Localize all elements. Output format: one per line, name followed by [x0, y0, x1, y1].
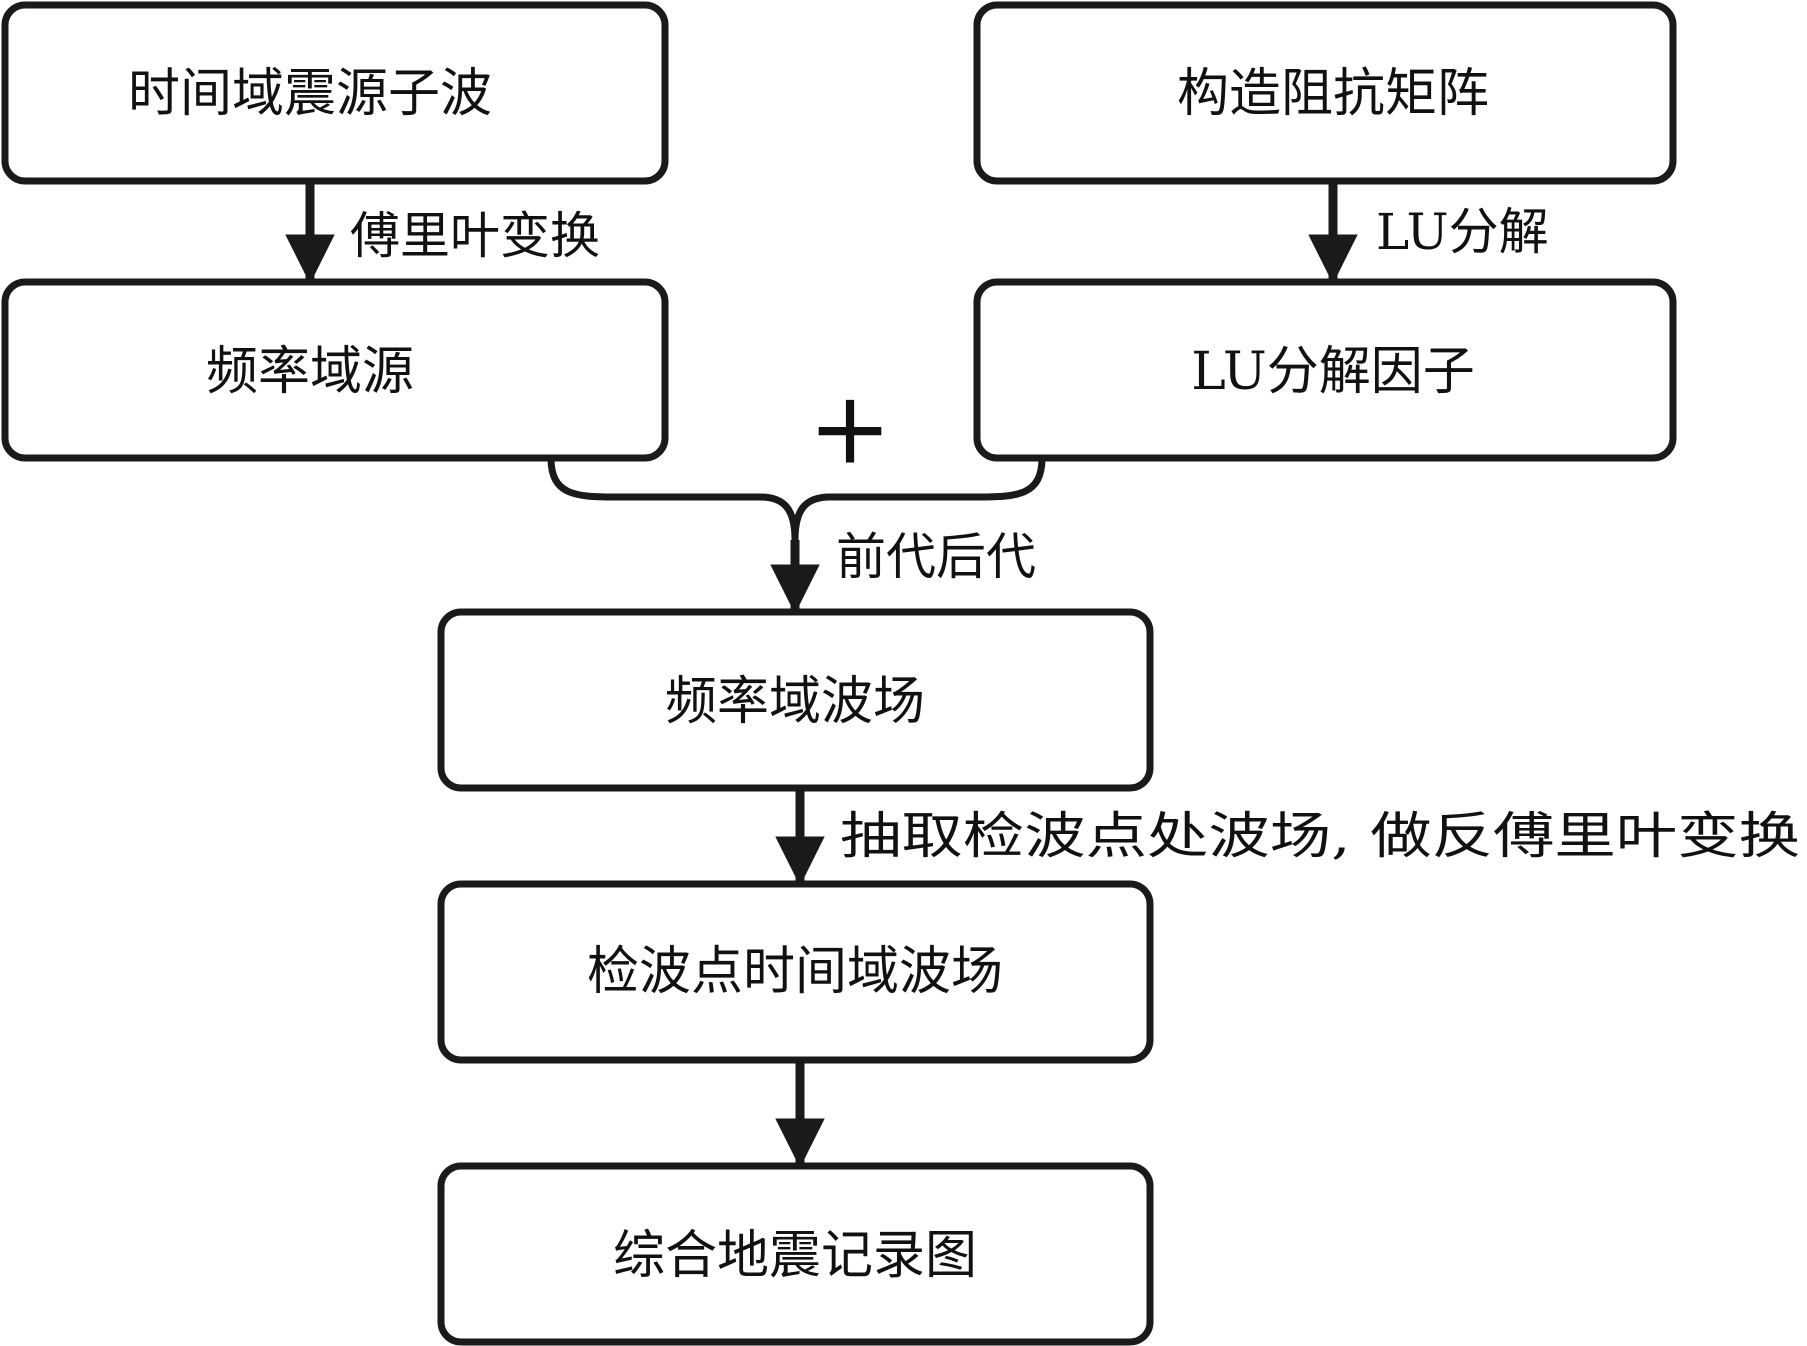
freq-source-box — [1, 278, 669, 462]
lu-factors-label: LU分解因子 — [1191, 342, 1475, 402]
synthetic-seismogram-label: 综合地震记录图 — [613, 1226, 977, 1286]
freq-source-label: 频率域源 — [206, 342, 414, 402]
fourier-transform-label: 傅里叶变换 — [350, 207, 600, 265]
time-source-box — [1, 1, 669, 185]
time-source-label: 时间域震源子波 — [128, 64, 492, 124]
freq-wavefield-label: 频率域波场 — [665, 672, 925, 732]
impedance-box — [973, 1, 1677, 185]
merge-connector — [547, 457, 1046, 545]
lu-decomposition-label: LU分解 — [1376, 203, 1549, 261]
combine-plus-sign: + — [808, 370, 892, 487]
impedance-label: 构造阻抗矩阵 — [1177, 64, 1489, 124]
receiver-time-wavefield-label: 检波点时间域波场 — [587, 942, 1003, 1002]
forward-backward-label: 前代后代 — [836, 528, 1036, 586]
extract-inverse-label: 抽取检波点处波场, 做反傅里叶变换 — [840, 807, 1800, 865]
